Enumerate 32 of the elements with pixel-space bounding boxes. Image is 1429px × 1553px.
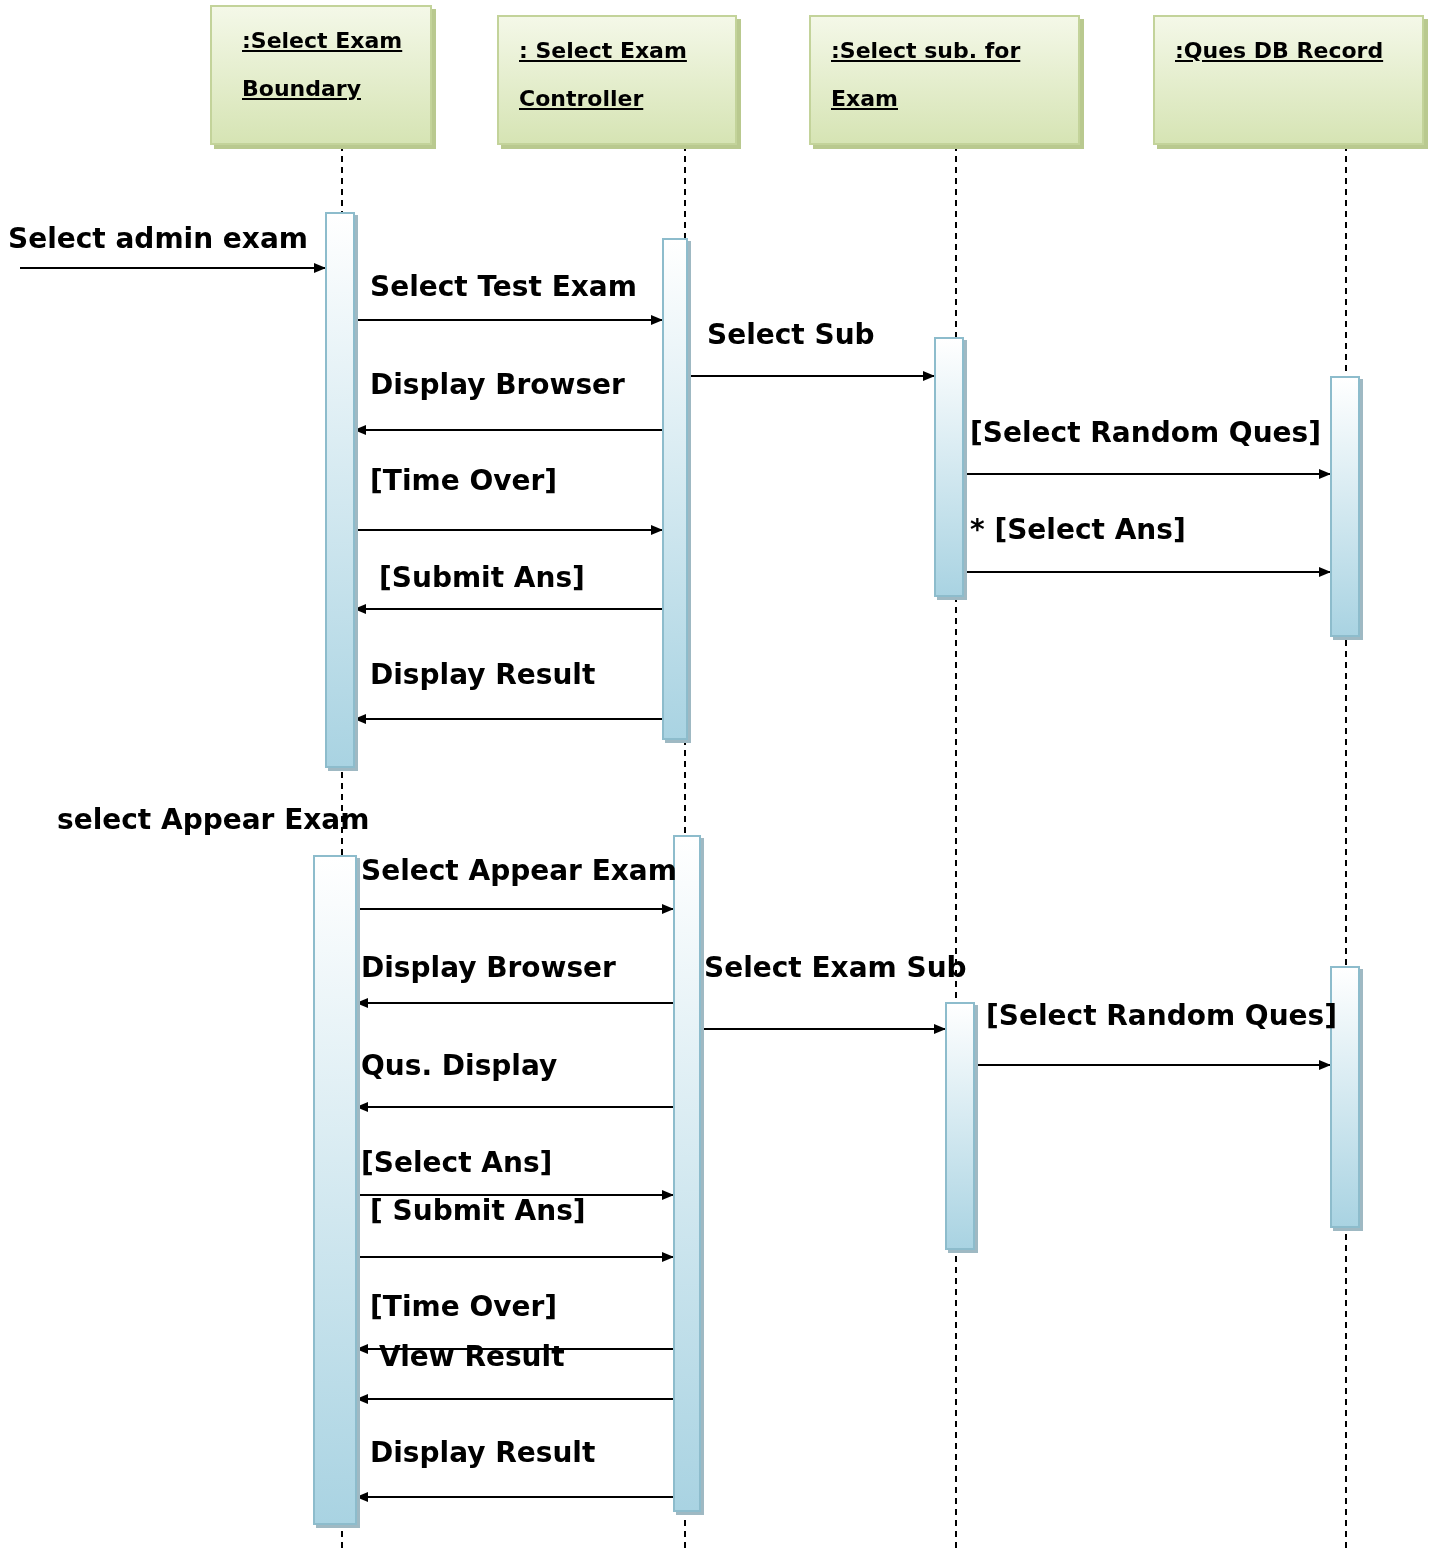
- activation-bar: [945, 1002, 975, 1250]
- message-label: Qus. Display: [360, 1049, 559, 1082]
- message-label: Select admin exam: [7, 222, 309, 255]
- message-label: View Result: [378, 1340, 566, 1373]
- activation-bar: [934, 337, 964, 597]
- message-label: Display Browser: [369, 368, 626, 401]
- message-label: [Select Random Ques]: [985, 999, 1339, 1032]
- message-label: Select Appear Exam: [360, 854, 678, 887]
- message-label: [ Submit Ans]: [369, 1194, 587, 1227]
- message-label: Display Browser: [360, 951, 617, 984]
- activation-bar: [673, 835, 701, 1512]
- activation-bar: [313, 855, 357, 1525]
- message-label: Select Test Exam: [369, 270, 638, 303]
- lifeline-title: : Select Exam Controller: [519, 37, 688, 113]
- activation-bar: [1330, 376, 1360, 637]
- message-label: [Submit Ans]: [378, 561, 586, 594]
- message-label: Select Sub: [706, 318, 876, 351]
- message-label: [Select Random Ques]: [969, 416, 1323, 449]
- message-label: [Time Over]: [369, 464, 559, 497]
- message-label: Display Result: [369, 1436, 597, 1469]
- message-label: Display Result: [369, 658, 597, 691]
- lifeline-title: :Select sub. for Exam: [831, 37, 1022, 113]
- message-label: [Select Ans]: [360, 1146, 554, 1179]
- lifeline-title: :Select Exam Boundary: [242, 27, 404, 103]
- activation-bar: [325, 212, 355, 768]
- activation-bar: [662, 238, 688, 740]
- message-label: * [Select Ans]: [969, 513, 1187, 546]
- message-label: select Appear Exam: [56, 803, 371, 836]
- message-label: Select Exam Sub: [703, 951, 968, 984]
- lifeline-title: :Ques DB Record: [1175, 37, 1385, 65]
- message-label: [Time Over]: [369, 1290, 559, 1323]
- message-arrow: [19, 263, 326, 273]
